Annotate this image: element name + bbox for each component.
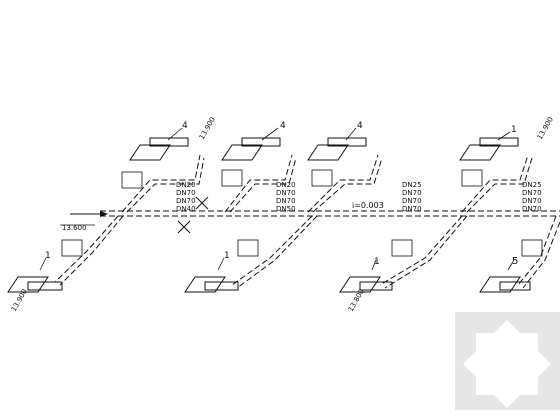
branch-number: 4 (280, 121, 286, 131)
svg-text:DN20: DN20 (176, 181, 196, 189)
svg-text:13.600: 13.600 (62, 224, 87, 232)
svg-text:DN25: DN25 (402, 181, 422, 189)
svg-text:DN20: DN20 (276, 181, 296, 189)
lower-branches (54, 215, 560, 289)
branch-number: 1 (511, 125, 517, 135)
svg-text:13.900: 13.900 (198, 116, 217, 141)
svg-text:DN50: DN50 (276, 205, 296, 213)
inlet-elevation: 13.600 (60, 224, 95, 232)
svg-text:DN70: DN70 (402, 189, 422, 197)
branch-number: 4 (182, 121, 188, 131)
svg-text:DN70: DN70 (176, 189, 196, 197)
symbol-blocks (61, 169, 543, 257)
branch-number: 5 (512, 256, 518, 267)
svg-text:DN70: DN70 (402, 205, 422, 213)
branch-number: 4 (357, 121, 363, 131)
lower-branch-numbers: 1 1 1 5 (39, 251, 518, 271)
upper-branch-numbers: 4 4 4 1 (167, 121, 517, 141)
svg-text:DN70: DN70 (402, 197, 422, 205)
svg-text:DN40: DN40 (176, 205, 196, 213)
svg-text:DN25: DN25 (522, 181, 542, 189)
branch-number: 1 (374, 257, 380, 267)
decorative-star-frame (455, 312, 560, 410)
pipe-size-labels: DN20 DN70 DN70 DN40 DN20 DN70 DN70 DN50 … (176, 181, 542, 213)
svg-text:DN70: DN70 (522, 197, 542, 205)
upper-fixtures (129, 137, 519, 161)
upper-elevations: 13.900 13.900 (198, 116, 555, 141)
svg-text:DN70: DN70 (176, 197, 196, 205)
upper-branches (121, 154, 533, 213)
svg-text:13.900: 13.900 (536, 116, 555, 141)
branch-number: 1 (45, 251, 51, 261)
svg-text:DN70: DN70 (522, 189, 542, 197)
svg-text:DN70: DN70 (522, 205, 542, 213)
svg-text:DN70: DN70 (276, 197, 296, 205)
svg-text:DN70: DN70 (276, 189, 296, 197)
lower-fixtures (7, 276, 531, 293)
branch-number: 1 (224, 251, 230, 261)
main-pipe (70, 210, 560, 217)
valve-marks (177, 196, 209, 234)
slope-label: i=0.003 (352, 201, 384, 210)
